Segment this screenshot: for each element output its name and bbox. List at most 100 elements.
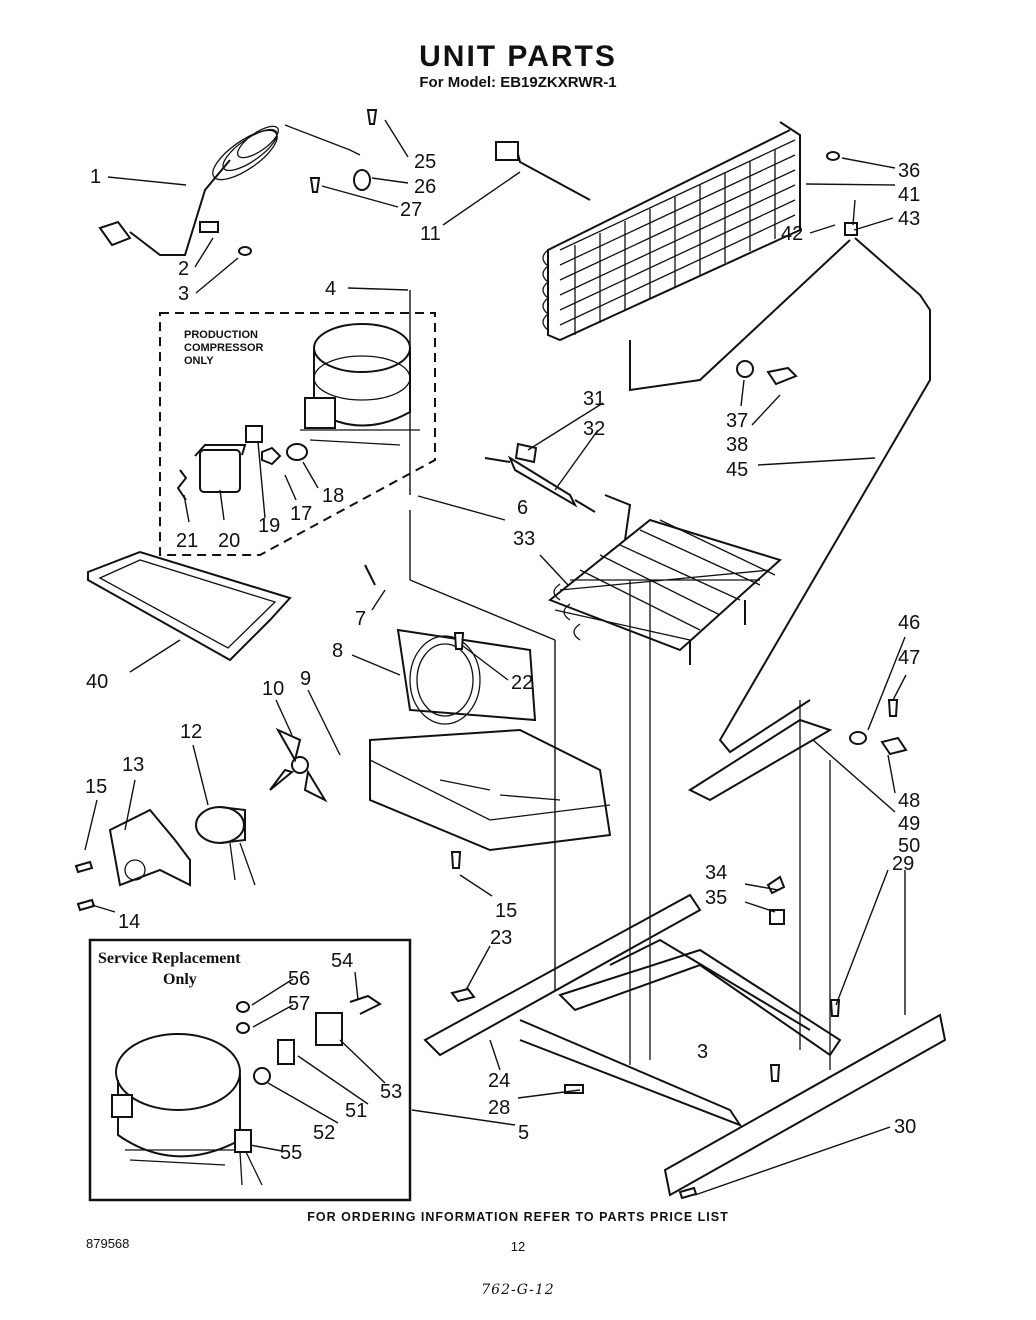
callout-36: 36 [898,160,920,182]
callout-55: 55 [280,1142,302,1164]
screw-3b-drawing [769,1064,781,1082]
callout-33: 33 [513,528,535,550]
production-compressor-box [159,312,436,556]
callout-51: 51 [345,1100,367,1122]
callout-24: 24 [488,1070,510,1092]
drier-32-drawing [484,455,596,513]
production-box-label-2: COMPRESSOR [184,342,264,354]
callout-8: 8 [332,640,343,662]
tube-45-drawing [718,237,931,754]
service-box-label-2: Only [163,971,197,988]
relay-drawing [194,444,247,493]
callout-35: 35 [705,887,727,909]
wire-tie-head [495,141,519,161]
model-subtitle: For Model: EB19ZKXRWR-1 [419,74,617,91]
plug-46-drawing [849,731,867,745]
screw-30-drawing [678,1186,698,1200]
overload-51-drawing [277,1039,295,1065]
callout-47: 47 [898,647,920,669]
callout-5: 5 [518,1122,529,1144]
fan-shroud-drawing [369,628,612,852]
callout-7: 7 [355,608,366,630]
screw-3-drawing [238,246,252,256]
callout-53: 53 [380,1081,402,1103]
service-box-label-1: Service Replacement [98,950,241,967]
callout-15b: 15 [495,900,517,922]
nut-56-drawing [236,1001,250,1013]
screw-47-drawing [887,699,899,717]
callout-labels: 1 2 3 4 6 7 8 9 10 11 12 13 14 15 15 17 … [85,151,920,1164]
screw-29-drawing [829,999,841,1017]
base-frame-drawing [423,580,947,1197]
condenser-coil-drawing [542,121,851,392]
nut-26-drawing [353,169,371,191]
production-box-label-1: PRODUCTION [184,329,258,341]
screw-25-drawing [366,109,378,125]
callout-32: 32 [583,418,605,440]
trim-49-drawing [687,718,833,802]
handwritten-note: 762-G-12 [481,1282,555,1298]
capacitor-55-drawing [234,1129,263,1186]
production-box-label-3: ONLY [184,355,214,367]
bracket-38-drawing [766,366,798,386]
callout-49: 49 [898,813,920,835]
callout-13: 13 [122,754,144,776]
callout-31: 31 [583,388,605,410]
clip-35-drawing [769,909,785,925]
callout-57: 57 [288,993,310,1015]
relay-53-drawing [315,1012,343,1046]
cover-18-drawing [286,443,308,461]
page-number: 12 [510,1239,526,1254]
page-title: UNIT PARTS [419,40,617,73]
callout-4: 4 [325,278,336,300]
callout-12: 12 [180,721,202,743]
service-replacement-box [88,938,412,1202]
callout-6: 6 [517,497,528,519]
callout-43: 43 [898,208,920,230]
fan-motor-drawing [195,806,256,886]
callout-19: 19 [258,515,280,537]
screw-14-drawing [76,898,96,912]
power-cord-drawing [98,124,361,256]
service-compressor-drawing [111,1033,241,1166]
motor-bracket-drawing [108,808,191,887]
callout-50: 50 [898,835,920,857]
callout-42: 42 [781,223,803,245]
grommet-37-drawing [736,360,754,378]
screw-36-drawing [826,151,840,161]
callout-26: 26 [414,176,436,198]
callout-41: 41 [898,184,920,206]
bracket-48-drawing [880,736,908,756]
callout-56: 56 [288,968,310,990]
callout-45: 45 [726,459,748,481]
production-compressor-drawing [300,323,420,446]
callout-46: 46 [898,612,920,634]
callout-1: 1 [90,166,101,188]
screw-15b-drawing [450,851,462,869]
callout-21: 21 [176,530,198,552]
callout-29: 29 [892,853,914,875]
terminal-52-drawing [253,1067,271,1085]
clip-54-drawing [349,994,382,1015]
callout-28: 28 [488,1097,510,1119]
callout-2: 2 [178,258,189,280]
callout-27: 27 [400,199,422,221]
ordering-note: FOR ORDERING INFORMATION REFER TO PARTS … [307,1210,729,1224]
callout-22: 22 [511,672,533,694]
washer-57-drawing [236,1022,250,1034]
clip-21-drawing [176,469,188,501]
callout-34: 34 [705,862,727,884]
callout-9: 9 [300,668,311,690]
callout-52: 52 [313,1122,335,1144]
wire-7-drawing [364,564,376,586]
screw-22-drawing [453,632,465,650]
clip-2-drawing [199,221,219,233]
callout-18: 18 [322,485,344,507]
callout-11: 11 [420,223,441,245]
callout-48: 48 [898,790,920,812]
clip-17-drawing [261,446,282,466]
leader-lines [84,119,907,1196]
screw-27-drawing [309,177,321,193]
callout-54: 54 [331,950,353,972]
